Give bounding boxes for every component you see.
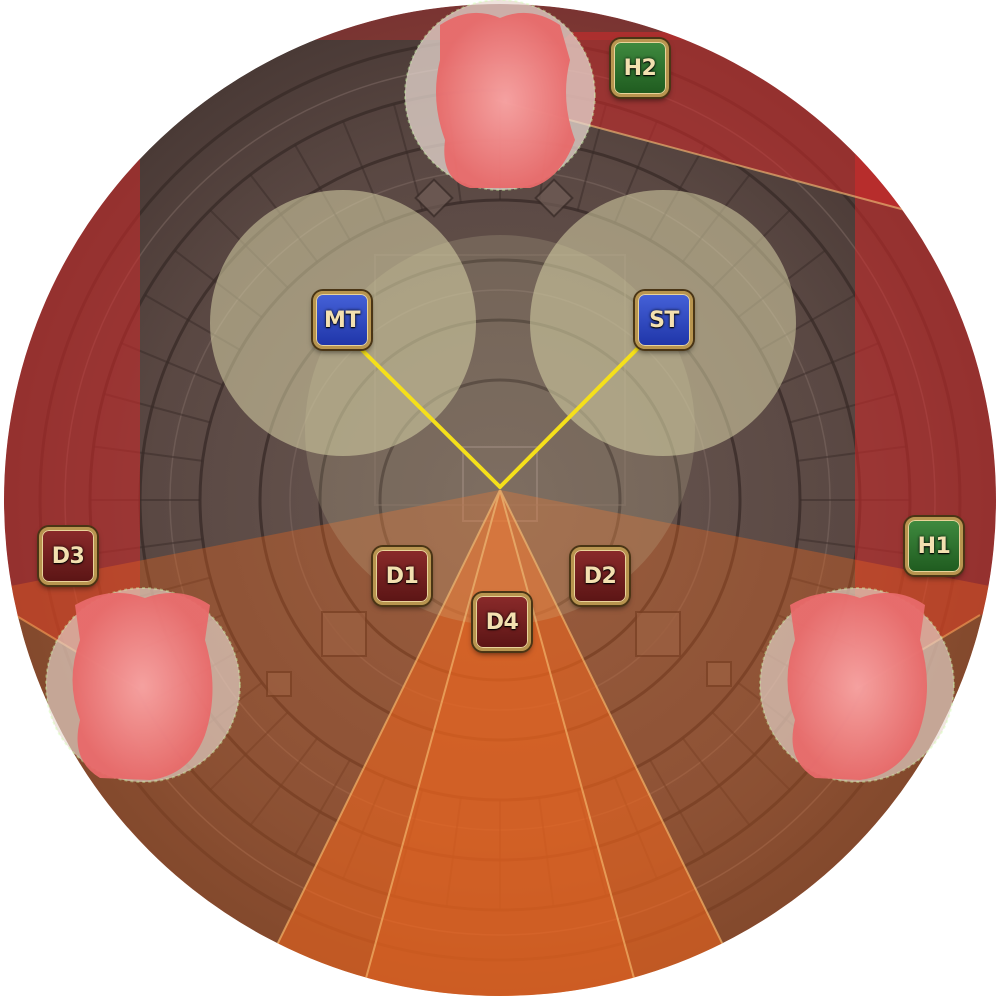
marker-h2[interactable]: H2	[611, 39, 669, 97]
cone-aoe	[4, 489, 996, 996]
floor-radial-line	[649, 759, 706, 856]
marker-d2[interactable]: D2	[571, 547, 629, 605]
floor-radial-line	[249, 737, 319, 826]
floor-radial-line	[294, 759, 351, 856]
floor-radial-line	[209, 711, 289, 791]
marker-d3[interactable]: D3	[39, 527, 97, 585]
marker-mt[interactable]: MT	[313, 291, 371, 349]
marker-h1[interactable]: H1	[905, 517, 963, 575]
tether-lines	[356, 344, 642, 489]
marker-st[interactable]: ST	[635, 291, 693, 349]
marker-d1[interactable]: D1	[373, 547, 431, 605]
marker-d4[interactable]: D4	[473, 593, 531, 651]
fire-puddle	[45, 0, 955, 783]
floor-radial-line	[711, 711, 791, 791]
floor-radial-line	[681, 737, 751, 826]
floor-radial-line	[392, 103, 424, 211]
